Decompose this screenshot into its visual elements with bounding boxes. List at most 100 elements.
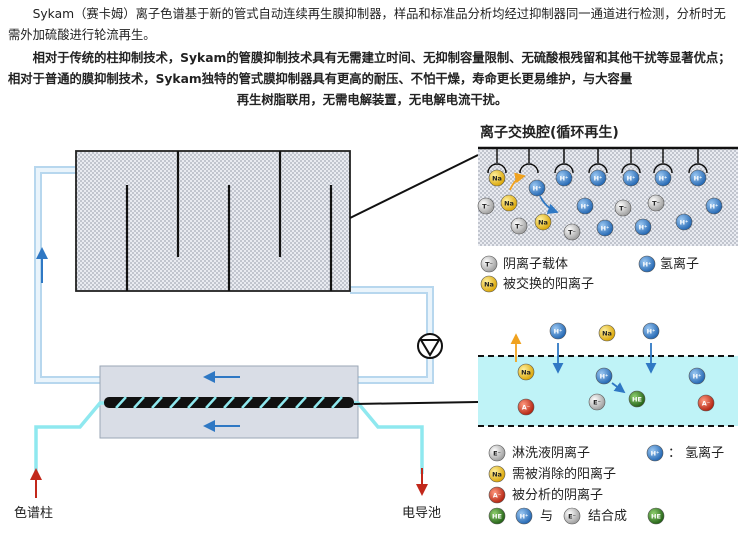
hydrogen-ion-symbol: H⁺ bbox=[693, 372, 702, 380]
combined-he-ion-symbol: HE bbox=[651, 512, 661, 520]
hydrogen-ion-symbol: H⁺ bbox=[600, 372, 609, 380]
hydrogen-ion: H⁺ bbox=[688, 367, 706, 385]
exchange-arrow-orange bbox=[509, 172, 526, 191]
hydrogen-ion: H⁺ bbox=[596, 219, 614, 237]
anion-carrier-ion: T⁻ bbox=[614, 199, 632, 217]
sodium-ion: Na bbox=[517, 363, 535, 381]
eluent-anion-ion-symbol: E⁻ bbox=[593, 398, 601, 406]
sodium-ion-symbol: Na bbox=[538, 218, 548, 226]
combined-he-ion: HE bbox=[647, 507, 665, 525]
anion-carrier-ion-symbol: T⁻ bbox=[619, 204, 627, 212]
hydrogen-ion: H⁺ bbox=[642, 322, 660, 340]
zoom2-legend: E⁻ H⁺ NaA⁻ HE H⁺ E⁻ HE bbox=[488, 444, 665, 525]
hydrogen-ion-symbol: H⁺ bbox=[694, 174, 703, 182]
sodium-ion-symbol: Na bbox=[521, 368, 531, 376]
eluent-anion-ion: E⁻ bbox=[563, 507, 581, 525]
analyte-anion-ion-symbol: A⁻ bbox=[493, 491, 501, 499]
anion-carrier-ion-symbol: T⁻ bbox=[515, 222, 523, 230]
hydrogen-ion-symbol: H⁺ bbox=[680, 218, 689, 226]
legend-cation-removed: 需被消除的阳离子 bbox=[512, 466, 616, 482]
legend-anion-carrier: 阴离子载体 bbox=[503, 256, 568, 272]
combined-he-ion-symbol: HE bbox=[632, 395, 642, 403]
anion-carrier-ion-symbol: T⁻ bbox=[652, 199, 660, 207]
hydrogen-ion-symbol: H⁺ bbox=[601, 224, 610, 232]
legend-eluent-anion: 淋洗液阴离子 bbox=[512, 445, 590, 461]
sodium-ion: Na bbox=[500, 194, 518, 212]
tank-baffles bbox=[125, 151, 333, 291]
hydrogen-ion: H⁺ bbox=[654, 169, 672, 187]
hydrogen-ion: H⁺ bbox=[589, 169, 607, 187]
resin-tank bbox=[75, 150, 351, 292]
membrane-tube-stripes bbox=[115, 396, 343, 409]
anion-carrier-ion: T⁻ bbox=[563, 223, 581, 241]
combined-he-ion: HE bbox=[488, 507, 506, 525]
intro-paragraph-2-body: 相对于传统的柱抑制技术，Sykam的管膜抑制技术具有无需建立时间、无抑制容量限制… bbox=[8, 51, 731, 86]
analyte-anion-ion-symbol: A⁻ bbox=[702, 399, 710, 407]
intro-paragraph-2-tail: 再生树脂联用，无需电解装置，无电解电流干扰。 bbox=[236, 93, 508, 107]
analyte-anion-ion: A⁻ bbox=[697, 394, 715, 412]
hydrogen-ion: H⁺ bbox=[622, 169, 640, 187]
hydrogen-ion: H⁺ bbox=[515, 507, 533, 525]
hydrogen-ion: H⁺ bbox=[634, 218, 652, 236]
analyte-anion-ion: A⁻ bbox=[488, 486, 506, 504]
hydrogen-ion: H⁺ bbox=[555, 169, 573, 187]
combined-he-ion: HE bbox=[628, 390, 646, 408]
zoom1-title: 离子交换腔(循环再生) bbox=[480, 124, 619, 141]
hydrogen-ion-symbol: H⁺ bbox=[520, 512, 529, 520]
hydrogen-ion-symbol: H⁺ bbox=[554, 327, 563, 335]
hydrogen-ion-symbol: H⁺ bbox=[533, 184, 542, 192]
zoom2-leader-line bbox=[353, 401, 479, 405]
hydrogen-ion: H⁺ bbox=[675, 213, 693, 231]
legend-analyte-anion: 被分析的阴离子 bbox=[512, 487, 603, 503]
sodium-ion-symbol: Na bbox=[492, 470, 502, 478]
legend-combine-with: 与 bbox=[540, 509, 553, 524]
anion-carrier-ion: T⁻ bbox=[510, 217, 528, 235]
hydrogen-ion: H⁺ bbox=[595, 367, 613, 385]
hydrogen-ion-symbol: H⁺ bbox=[594, 174, 603, 182]
sodium-ion: Na bbox=[488, 465, 506, 483]
resin-site-hooks bbox=[487, 148, 708, 174]
hydrogen-ion: H⁺ bbox=[549, 322, 567, 340]
sodium-ion: Na bbox=[488, 169, 506, 187]
anion-carrier-ion: T⁻ bbox=[647, 194, 665, 212]
hydrogen-ion: H⁺ bbox=[576, 197, 594, 215]
eluent-anion-ion-symbol: E⁻ bbox=[568, 512, 576, 520]
anion-carrier-ion-symbol: T⁻ bbox=[485, 260, 493, 268]
sodium-ion-symbol: Na bbox=[602, 329, 612, 337]
pump-triangle-icon bbox=[419, 339, 441, 357]
conductivity-cell-label: 电导池 bbox=[402, 506, 441, 521]
legend-exchanged-cation: 被交换的阳离子 bbox=[503, 276, 594, 292]
hydrogen-ion: H⁺ bbox=[705, 197, 723, 215]
hydrogen-ion-symbol: H⁺ bbox=[659, 174, 668, 182]
analyte-anion-ion: A⁻ bbox=[517, 398, 535, 416]
sodium-ion-symbol: Na bbox=[484, 280, 494, 288]
hydrogen-ion: H⁺ bbox=[646, 444, 664, 462]
anion-carrier-ion-symbol: T⁻ bbox=[482, 202, 490, 210]
anion-carrier-ion: T⁻ bbox=[480, 255, 498, 273]
eluent-anion-ion: E⁻ bbox=[488, 444, 506, 462]
hydrogen-ion-symbol: H⁺ bbox=[651, 449, 660, 457]
hydrogen-ion-symbol: H⁺ bbox=[581, 202, 590, 210]
hydrogen-ion-symbol: H⁺ bbox=[643, 260, 652, 268]
hydrogen-ion: H⁺ bbox=[689, 169, 707, 187]
zoom1-legend: T⁻ H⁺ Na bbox=[480, 255, 656, 293]
hydrogen-ion-symbol: H⁺ bbox=[639, 223, 648, 231]
sodium-ion-symbol: Na bbox=[492, 174, 502, 182]
legend-hydrogen-2: ： 氢离子 bbox=[668, 445, 724, 461]
hydrogen-ion-symbol: H⁺ bbox=[647, 327, 656, 335]
sodium-ion: Na bbox=[534, 213, 552, 231]
eluent-anion-ion-symbol: E⁻ bbox=[493, 449, 501, 457]
intro-paragraph-1: Sykam（赛卡姆）离子色谱基于新的管式自动连续再生膜抑制器，样品和标准品分析均… bbox=[8, 7, 726, 42]
legend-combine-into: 结合成 bbox=[588, 509, 627, 524]
sodium-ion: Na bbox=[598, 324, 616, 342]
hydrogen-ion-symbol: H⁺ bbox=[627, 174, 636, 182]
hydrogen-ion-symbol: H⁺ bbox=[710, 202, 719, 210]
column-label: 色谱柱 bbox=[14, 505, 53, 521]
anion-carrier-ion: T⁻ bbox=[477, 197, 495, 215]
zoom1-leader-line bbox=[349, 154, 479, 219]
intro-paragraph-2: 相对于传统的柱抑制技术，Sykam的管膜抑制技术具有无需建立时间、无抑制容量限制… bbox=[8, 48, 736, 111]
eluent-anion-ion: E⁻ bbox=[588, 393, 606, 411]
